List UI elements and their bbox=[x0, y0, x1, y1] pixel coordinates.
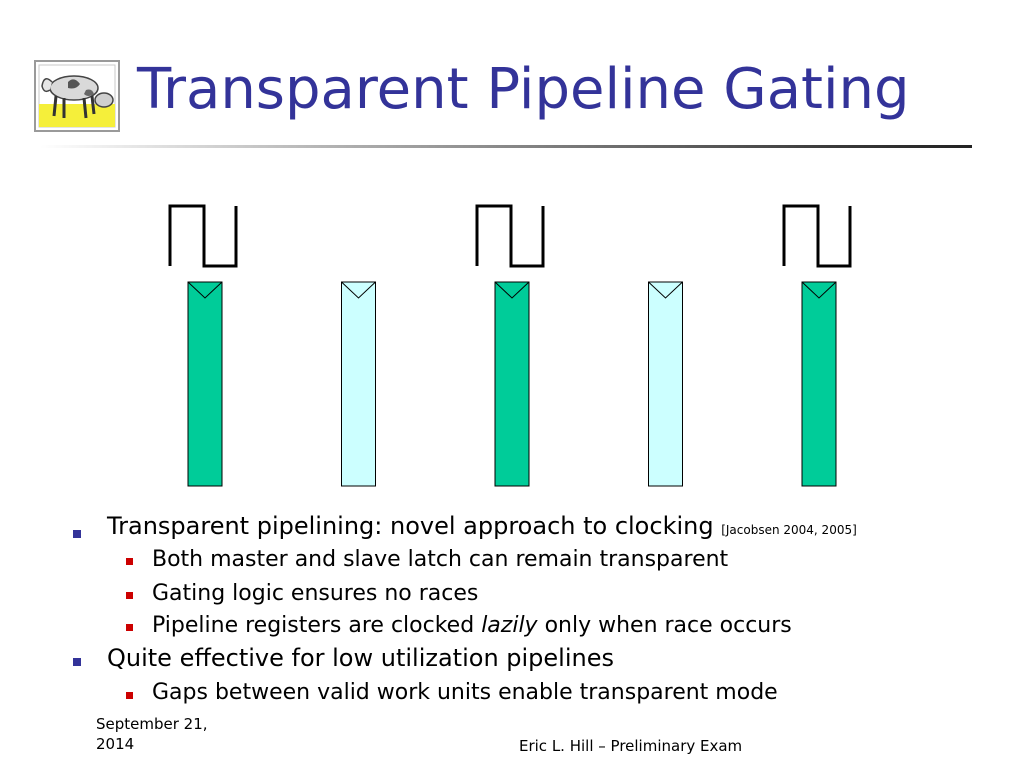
pipeline-latches bbox=[187, 281, 837, 487]
title-divider bbox=[40, 145, 972, 148]
sub-bullet-marker bbox=[126, 592, 133, 599]
bullet-item: Transparent pipelining: novel approach t… bbox=[107, 510, 857, 546]
emphasis-text: lazily bbox=[481, 613, 538, 638]
sub-bullet-text: only when race occurs bbox=[537, 613, 792, 638]
pipeline-diagram bbox=[168, 204, 852, 487]
bullet-marker bbox=[73, 658, 81, 666]
clock-input-marker bbox=[801, 281, 837, 299]
latch-transparent bbox=[341, 281, 376, 487]
footer-author: Eric L. Hill – Preliminary Exam bbox=[519, 737, 743, 755]
clock-waveform bbox=[782, 204, 852, 268]
citation: [Jacobsen 2004, 2005] bbox=[721, 523, 857, 537]
sub-bullet-marker bbox=[126, 624, 133, 631]
sub-bullet-text: Pipeline registers are clocked bbox=[152, 613, 482, 638]
latch-active bbox=[801, 281, 837, 487]
sub-bullet-item: Pipeline registers are clocked lazily on… bbox=[152, 610, 792, 642]
clock-input-marker bbox=[648, 281, 683, 299]
clock-input-marker bbox=[187, 281, 223, 299]
footer-date: September 21, 2014 bbox=[96, 715, 208, 753]
clock-waveform bbox=[475, 204, 545, 268]
latch-transparent bbox=[648, 281, 683, 487]
latch-active bbox=[187, 281, 223, 487]
bullet-text: Transparent pipelining: novel approach t… bbox=[107, 512, 722, 540]
sub-bullet-item: Gating logic ensures no races bbox=[152, 581, 479, 606]
slide-title: Transparent Pipeline Gating bbox=[137, 57, 910, 122]
latch-active bbox=[494, 281, 530, 487]
clock-input-marker bbox=[494, 281, 530, 299]
clock-input-marker bbox=[341, 281, 376, 299]
sub-bullet-item: Gaps between valid work units enable tra… bbox=[152, 680, 778, 705]
bullet-item: Quite effective for low utilization pipe… bbox=[107, 644, 614, 672]
sub-bullet-marker bbox=[126, 692, 133, 699]
sub-bullet-item: Both master and slave latch can remain t… bbox=[152, 547, 729, 572]
clock-signals bbox=[168, 204, 852, 268]
sub-bullet-marker bbox=[126, 558, 133, 565]
clock-waveform bbox=[168, 204, 238, 268]
bullet-marker bbox=[73, 530, 81, 538]
cow-logo bbox=[34, 60, 120, 132]
